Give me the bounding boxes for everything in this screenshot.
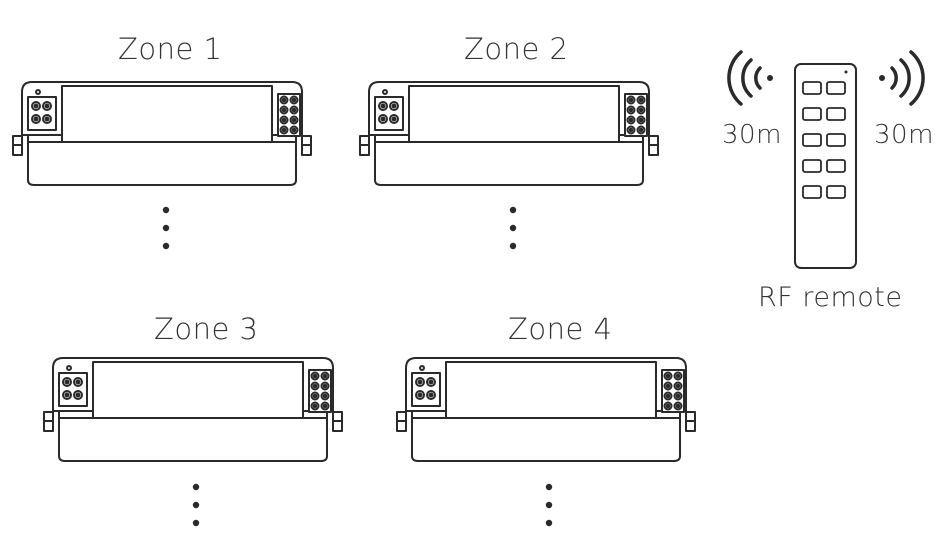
zone-3-controller	[43, 357, 343, 462]
zone-2-label: Zone 2	[464, 32, 569, 66]
signal-wave-right-icon	[879, 50, 925, 106]
zone-3-label: Zone 3	[154, 312, 259, 346]
remote-button	[802, 133, 822, 147]
zone-1-controller	[12, 81, 312, 186]
zone-2-controller	[359, 81, 659, 186]
zone-4-label: Zone 4	[508, 312, 613, 346]
range-left-label: 30m	[722, 120, 782, 150]
remote-button	[826, 185, 846, 199]
remote-button	[802, 81, 822, 95]
zone-1-label: Zone 1	[118, 32, 223, 66]
rf-remote-label: RF remote	[758, 282, 903, 313]
zone-3-more-dots	[192, 483, 200, 527]
range-right-label: 30m	[874, 120, 934, 150]
zone-4-more-dots	[545, 483, 553, 527]
remote-button	[826, 159, 846, 173]
remote-button	[826, 81, 846, 95]
remote-button	[802, 185, 822, 199]
zone-2-more-dots	[509, 206, 517, 250]
remote-button	[802, 159, 822, 173]
zone-1-more-dots	[162, 206, 170, 250]
rf-remote	[794, 63, 857, 269]
zone-4-controller	[396, 357, 696, 462]
remote-button	[826, 133, 846, 147]
signal-wave-left-icon	[727, 50, 773, 106]
remote-button-grid	[802, 81, 846, 199]
remote-button	[802, 107, 822, 121]
remote-button	[826, 107, 846, 121]
